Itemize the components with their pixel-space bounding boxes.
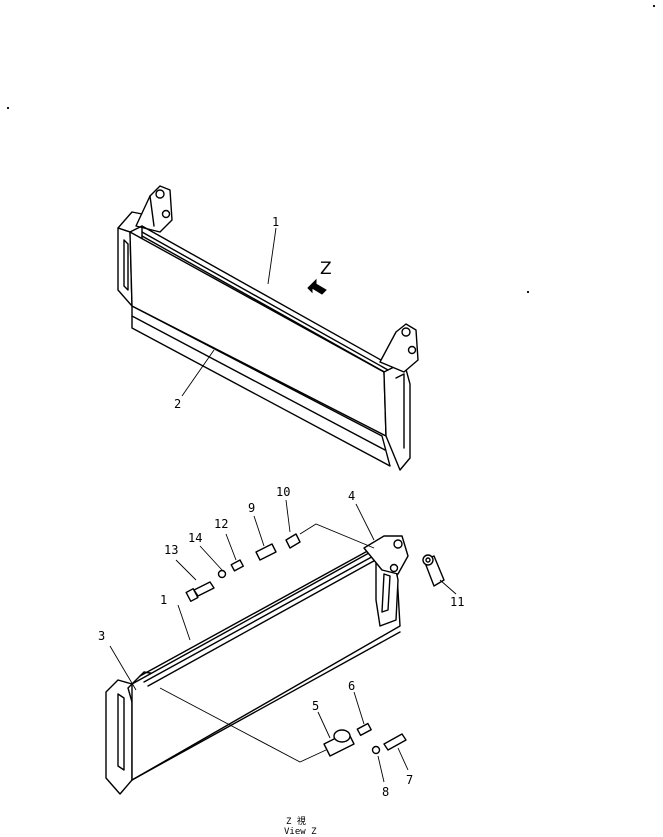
callout-top-1: 1 <box>272 215 279 229</box>
callout-bot-6: 6 <box>348 679 355 693</box>
top-right-end-plate <box>383 361 411 471</box>
part-8-washer <box>371 745 381 755</box>
callout-bot-1: 1 <box>160 593 167 607</box>
callout-bot-3: 3 <box>98 629 105 643</box>
hardware-parts <box>185 533 445 757</box>
top-left-bracket <box>135 185 173 233</box>
bottom-assembly <box>105 499 457 795</box>
top-edge-plate <box>131 305 391 467</box>
callout-bot-11: 11 <box>450 595 464 609</box>
callout-labels: Z 1 2 1 3 4 5 6 7 8 9 10 11 12 13 14 Z 視… <box>98 215 464 837</box>
part-14-washer <box>217 569 227 579</box>
callout-bot-7: 7 <box>406 773 413 787</box>
bottom-leaders <box>109 499 457 783</box>
top-assembly <box>117 185 419 471</box>
part-10-fitting <box>285 533 301 549</box>
callout-top-2: 2 <box>174 397 181 411</box>
callout-bot-8: 8 <box>382 785 389 799</box>
view-z-label: Z <box>320 259 332 279</box>
callout-bot-13: 13 <box>164 543 178 557</box>
part-9-shaft <box>255 543 277 561</box>
callout-bot-12: 12 <box>214 517 228 531</box>
part-7-bolt <box>383 733 407 751</box>
top-right-bracket <box>379 323 419 373</box>
view-z-arrow <box>307 278 327 295</box>
callout-bot-10: 10 <box>276 485 290 499</box>
callout-bot-14: 14 <box>188 531 202 545</box>
part-11-cap <box>422 554 445 587</box>
part-13-bolt <box>185 581 215 602</box>
callout-bot-5: 5 <box>312 699 319 713</box>
callout-bot-4: 4 <box>348 489 355 503</box>
callout-bot-9: 9 <box>248 501 255 515</box>
part-12-bolt <box>230 559 244 572</box>
bottom-left-end-plate <box>105 679 133 795</box>
top-leaders <box>181 227 277 397</box>
part-6-bolt <box>356 722 372 737</box>
scan-specks <box>6 4 656 294</box>
bottom-right-bracket <box>363 535 409 575</box>
caption-line-1: Z 視 <box>286 815 306 827</box>
bottom-body <box>131 541 401 781</box>
part-5-pin <box>323 729 355 757</box>
caption-line-2: View Z <box>284 827 317 837</box>
